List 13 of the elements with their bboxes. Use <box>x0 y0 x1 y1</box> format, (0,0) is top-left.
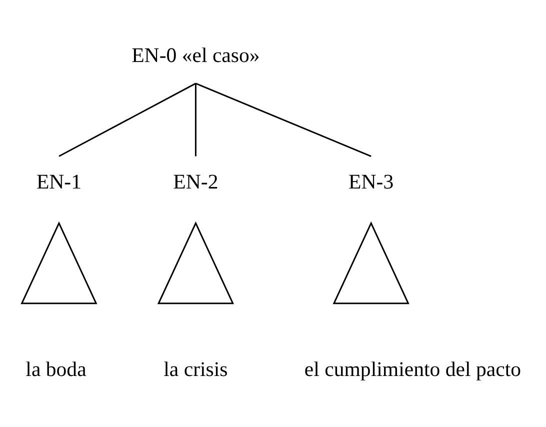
connector <box>58 82 196 157</box>
node-triangle <box>20 221 98 304</box>
node-text: EN-0 «el caso» <box>132 44 260 68</box>
node-triangle <box>157 221 234 304</box>
node-text: EN-2 <box>173 170 218 194</box>
connector <box>195 82 372 157</box>
connector <box>194 83 196 156</box>
node-label: la crisis <box>164 358 228 381</box>
node-label: el cumplimiento del pacto <box>304 358 521 381</box>
node-label: la boda <box>26 358 86 381</box>
node-triangle <box>332 221 410 304</box>
node-text: EN-3 <box>348 170 394 194</box>
node-text: EN-1 <box>36 170 82 194</box>
